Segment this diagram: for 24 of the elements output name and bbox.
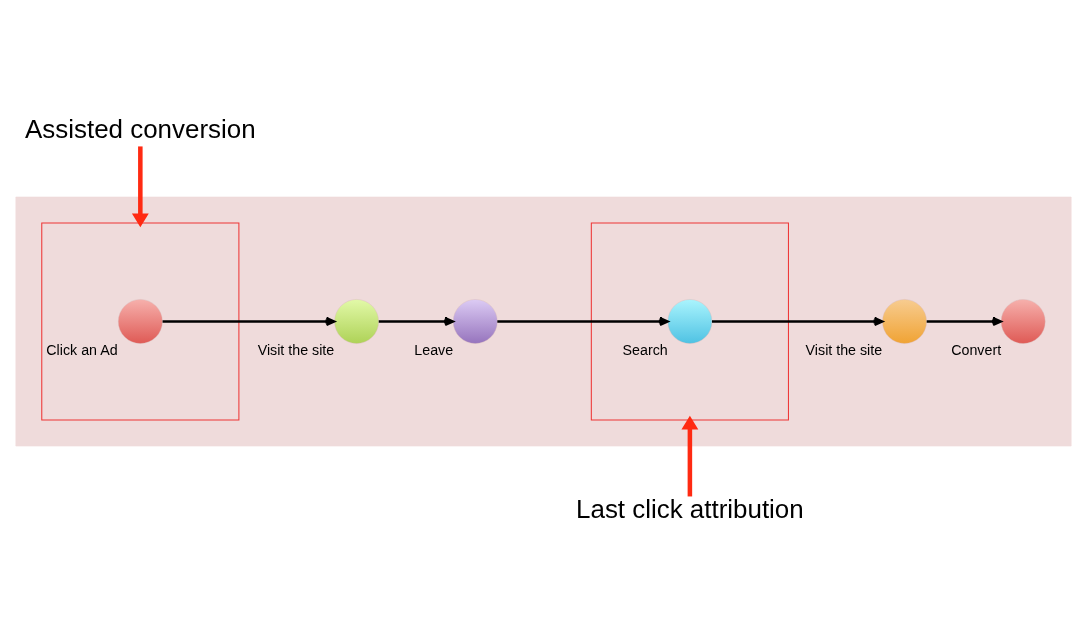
node-circle [882, 298, 927, 344]
node-circle [118, 298, 163, 344]
node-circle [1000, 298, 1046, 344]
node-label: Visit the site [257, 341, 335, 358]
node-label: Click an Ad [46, 341, 118, 358]
arrow [131, 145, 149, 227]
node-circle [334, 298, 379, 344]
cluster [41, 221, 240, 421]
arrow [497, 316, 669, 326]
node-circle [667, 298, 713, 344]
node-text: Assisted conversion [25, 114, 256, 143]
node-circle [453, 298, 498, 344]
arrow [378, 316, 455, 326]
node-label: Convert [951, 341, 1002, 358]
arrow [681, 415, 699, 496]
arrow [711, 316, 884, 326]
node-label: Search [622, 341, 668, 358]
arrow [926, 316, 1003, 326]
node-text: Last click attribution [576, 494, 804, 523]
cluster [15, 196, 1072, 446]
cluster [590, 221, 789, 421]
arrow [162, 316, 336, 326]
node-label: Visit the site [805, 341, 883, 358]
node-label: Leave [414, 341, 454, 358]
